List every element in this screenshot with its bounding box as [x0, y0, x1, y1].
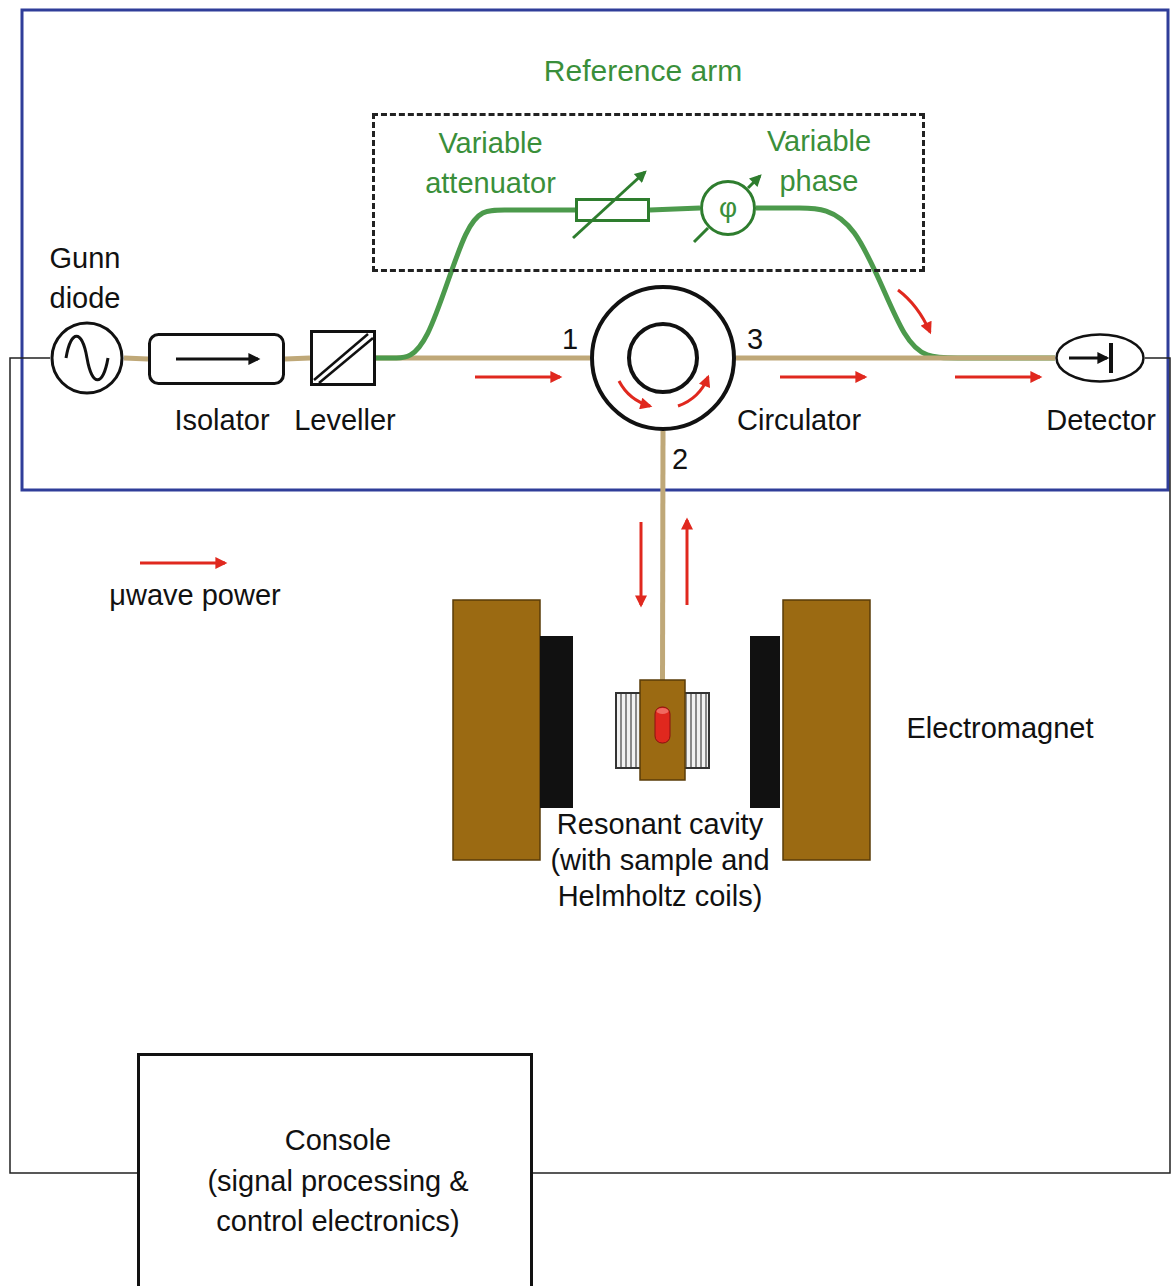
node-body: (signal processing & control electronics… [170, 1161, 506, 1241]
waveguide [285, 358, 310, 359]
node-label: Console [140, 1120, 536, 1160]
node-body: φ [700, 189, 756, 227]
reference-arm-box: Variable attenuatorVariable phaseφRefere… [372, 113, 925, 272]
reference-waveguide [376, 210, 575, 358]
control-wire [10, 358, 137, 1173]
isolator-symbol-outline [148, 333, 285, 385]
part-label: Electromagnet [895, 708, 1105, 748]
node-label: Isolator [163, 400, 281, 440]
phase-shifter-symbol: Variable phaseφ [700, 180, 756, 236]
legend-entry: μwave power [85, 575, 305, 615]
node-label: Resonant cavity (with sample and Helmhol… [535, 806, 785, 914]
leveller-symbol: Leveller [310, 330, 376, 386]
node-label: Reference arm [473, 51, 813, 91]
resonant-cavity-outline [615, 680, 710, 780]
node-label: Gunn diode [30, 238, 140, 318]
node-label: Leveller [286, 400, 404, 440]
reference-waveguide [650, 208, 700, 210]
legend-arrow [140, 562, 225, 565]
attenuator-symbol: Variable attenuator [575, 198, 650, 222]
gunn-diode-symbol-outline [50, 321, 124, 395]
circulator-symbol: Circulator [590, 285, 736, 431]
detector-symbol: Detector [1055, 333, 1145, 383]
power-arrows [475, 290, 1040, 605]
port-number: 2 [668, 442, 692, 476]
reference-waveguide [756, 208, 1055, 358]
gunn-diode-symbol: Gunn diode [50, 321, 124, 395]
detector-symbol-outline [1055, 333, 1145, 383]
waveguide [124, 358, 148, 359]
attenuator-symbol-outline [575, 198, 650, 222]
node-label: Variable attenuator [403, 123, 578, 203]
node-label: Circulator [737, 400, 887, 440]
node-label: Detector [1036, 400, 1166, 440]
waveguide [736, 356, 1055, 361]
bridge-outline [22, 10, 1168, 490]
waveguide [660, 431, 666, 680]
node-label: Variable phase [749, 121, 889, 201]
leveller-symbol-outline [310, 330, 376, 386]
console-box: Console(signal processing & control elec… [137, 1053, 533, 1286]
port-number: 3 [743, 322, 767, 356]
circulator-symbol-outline [590, 285, 736, 431]
legend-text: μwave power [85, 575, 305, 615]
isolator-symbol: Isolator [148, 333, 285, 385]
resonant-cavity: Resonant cavity (with sample and Helmhol… [615, 680, 710, 780]
port-number: 1 [558, 322, 582, 356]
control-wire [533, 358, 1170, 1173]
